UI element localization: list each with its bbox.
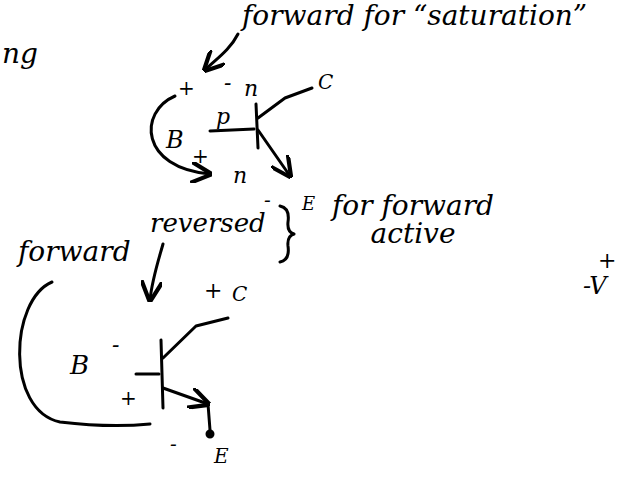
curved-arrow [150,244,163,300]
polarity-sign: - [112,334,119,356]
polarity-sign: + [178,78,195,98]
polarity-sign: + [120,388,137,408]
curved-bracket [20,282,150,426]
polarity-sign: + [204,280,222,302]
terminal-label: C [232,284,247,304]
region-letter: n [233,165,247,187]
polarity-sign: - [224,72,231,94]
terminal-dot [207,431,213,437]
terminal-label: E [302,195,315,213]
region-letter: p [216,106,230,128]
curved-arrow [151,96,210,174]
base-lead [136,373,159,376]
base-lead [210,129,254,131]
polarity-sign: + [192,146,209,166]
emitter-lead [258,130,290,176]
polarity-sign: + [598,250,616,272]
annotation: for forward active [298,192,528,248]
polarity-sign: - [264,190,271,210]
brace [280,206,294,262]
polarity-sign: - [170,434,177,454]
annotation: forward [18,238,131,266]
terminal-label: B [166,128,184,152]
annotation: forward for “saturation” [242,2,587,30]
voltage-label: -V [583,274,607,298]
emitter-lead [208,404,210,430]
curved-arrow [205,34,238,70]
terminal-label: E [214,446,229,466]
base-bar [161,340,163,408]
terminal-label: C [318,72,333,92]
emitter-lead [163,388,208,404]
collector-lead [163,318,228,358]
annotation: reversed [150,210,266,236]
terminal-label: B [70,352,89,378]
annotation: ng [2,40,38,68]
base-bar [256,104,258,148]
region-letter: n [244,78,258,100]
collector-lead [258,88,312,118]
